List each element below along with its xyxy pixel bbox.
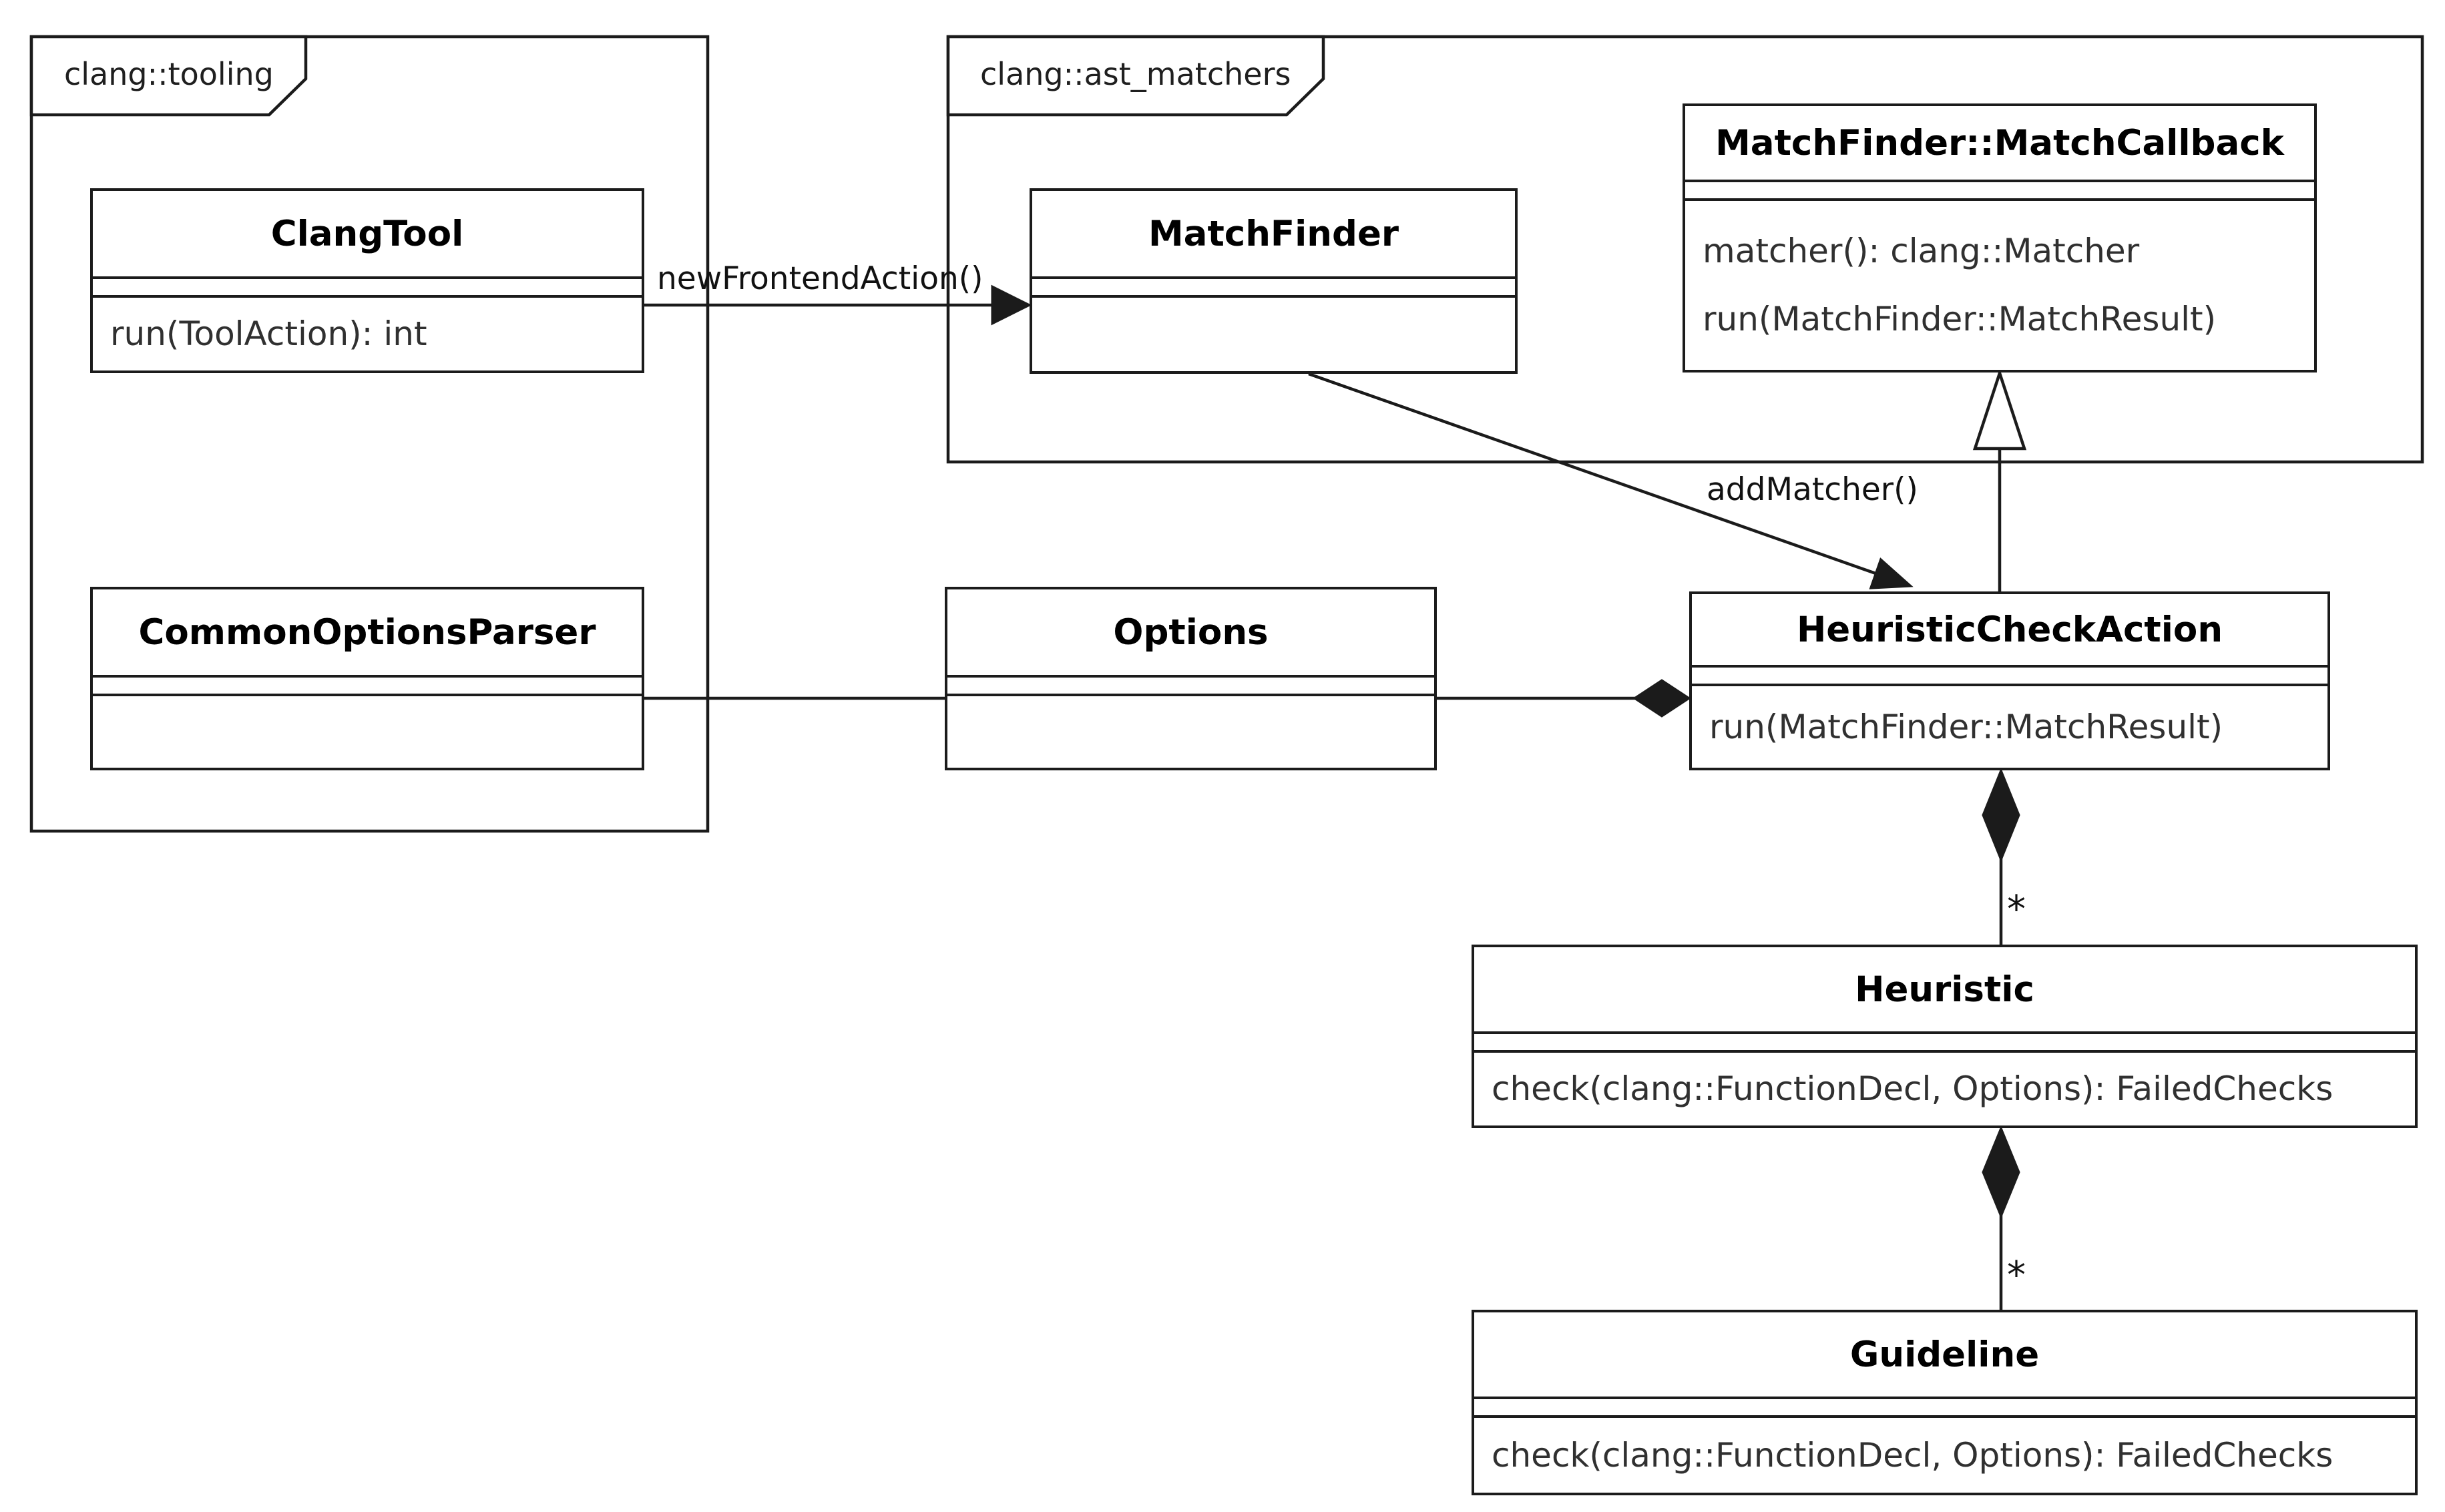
class-options: Options: [945, 587, 1437, 770]
class-commonoptionsparser: CommonOptionsParser: [90, 587, 644, 770]
class-heuristiccheckaction-methods: run(MatchFinder::MatchResult): [1692, 686, 2327, 768]
inheritance-triangle-icon: [1972, 368, 2027, 451]
method-check-guideline: check(clang::FunctionDecl, Options): Fai…: [1492, 1435, 2333, 1475]
class-heuristiccheckaction-title: HeuristicCheckAction: [1692, 594, 2327, 668]
package-tooling-label: clang::tooling: [64, 56, 274, 92]
edge-newfrontendaction-arrowhead: [991, 284, 1032, 326]
class-guideline-methods: check(clang::FunctionDecl, Options): Fai…: [1474, 1418, 2415, 1493]
composition-diamond-options-icon: [1632, 679, 1691, 718]
package-ast-matchers-label: clang::ast_matchers: [980, 56, 1291, 92]
class-options-title: Options: [947, 589, 1434, 678]
class-heuristiccheckaction: HeuristicCheckAction run(MatchFinder::Ma…: [1689, 591, 2330, 770]
package-ast-matchers-tab: [946, 35, 1325, 117]
class-matchfinder-title: MatchFinder: [1032, 191, 1515, 279]
class-clangtool-methods: run(ToolAction): int: [93, 298, 642, 370]
class-commonoptionsparser-attributes: [93, 678, 642, 696]
class-matchfinder-attributes: [1032, 279, 1515, 298]
class-clangtool-title: ClangTool: [93, 191, 642, 279]
class-clangtool-attributes: [93, 279, 642, 298]
edge-label-newfrontendaction: newFrontendAction(): [657, 260, 983, 297]
class-options-attributes: [947, 678, 1434, 696]
class-guideline: Guideline check(clang::FunctionDecl, Opt…: [1472, 1310, 2418, 1495]
method-matcher: matcher(): clang::Matcher: [1703, 231, 2140, 270]
class-matchcallback-title: MatchFinder::MatchCallback: [1685, 106, 2314, 182]
edge-label-addmatcher: addMatcher(): [1707, 471, 1918, 508]
class-clangtool: ClangTool run(ToolAction): int: [90, 188, 644, 373]
class-options-methods: [947, 696, 1434, 768]
edge-addmatcher-arrowhead: [1869, 557, 1914, 589]
class-matchcallback: MatchFinder::MatchCallback matcher(): cl…: [1683, 103, 2317, 372]
multiplicity-guideline: *: [2007, 1254, 2026, 1297]
package-tooling-tab: [29, 35, 308, 117]
class-heuristic-methods: check(clang::FunctionDecl, Options): Fai…: [1474, 1053, 2415, 1125]
edge-addmatcher-line: [1308, 372, 1880, 577]
class-guideline-title: Guideline: [1474, 1312, 2415, 1399]
composition-diamond-heuristic-icon: [1982, 767, 2020, 863]
class-commonoptionsparser-methods: [93, 696, 642, 768]
multiplicity-heuristic: *: [2007, 888, 2026, 931]
method-run-toolaction: run(ToolAction): int: [110, 314, 427, 353]
class-matchcallback-methods: matcher(): clang::Matcher run(MatchFinde…: [1685, 201, 2314, 370]
class-guideline-attributes: [1474, 1399, 2415, 1418]
class-matchfinder-methods: [1032, 298, 1515, 371]
class-heuristic-attributes: [1474, 1034, 2415, 1053]
method-check-heuristic: check(clang::FunctionDecl, Options): Fai…: [1492, 1069, 2333, 1108]
class-matchfinder: MatchFinder: [1030, 188, 1518, 374]
method-run-matchresult-hca: run(MatchFinder::MatchResult): [1709, 707, 2223, 746]
composition-diamond-guideline-icon: [1982, 1125, 2020, 1219]
class-heuristiccheckaction-attributes: [1692, 668, 2327, 686]
class-matchcallback-attributes: [1685, 182, 2314, 201]
class-heuristic-title: Heuristic: [1474, 947, 2415, 1034]
class-heuristic: Heuristic check(clang::FunctionDecl, Opt…: [1472, 945, 2418, 1128]
method-run-matchresult: run(MatchFinder::MatchResult): [1703, 300, 2217, 339]
class-commonoptionsparser-title: CommonOptionsParser: [93, 589, 642, 678]
